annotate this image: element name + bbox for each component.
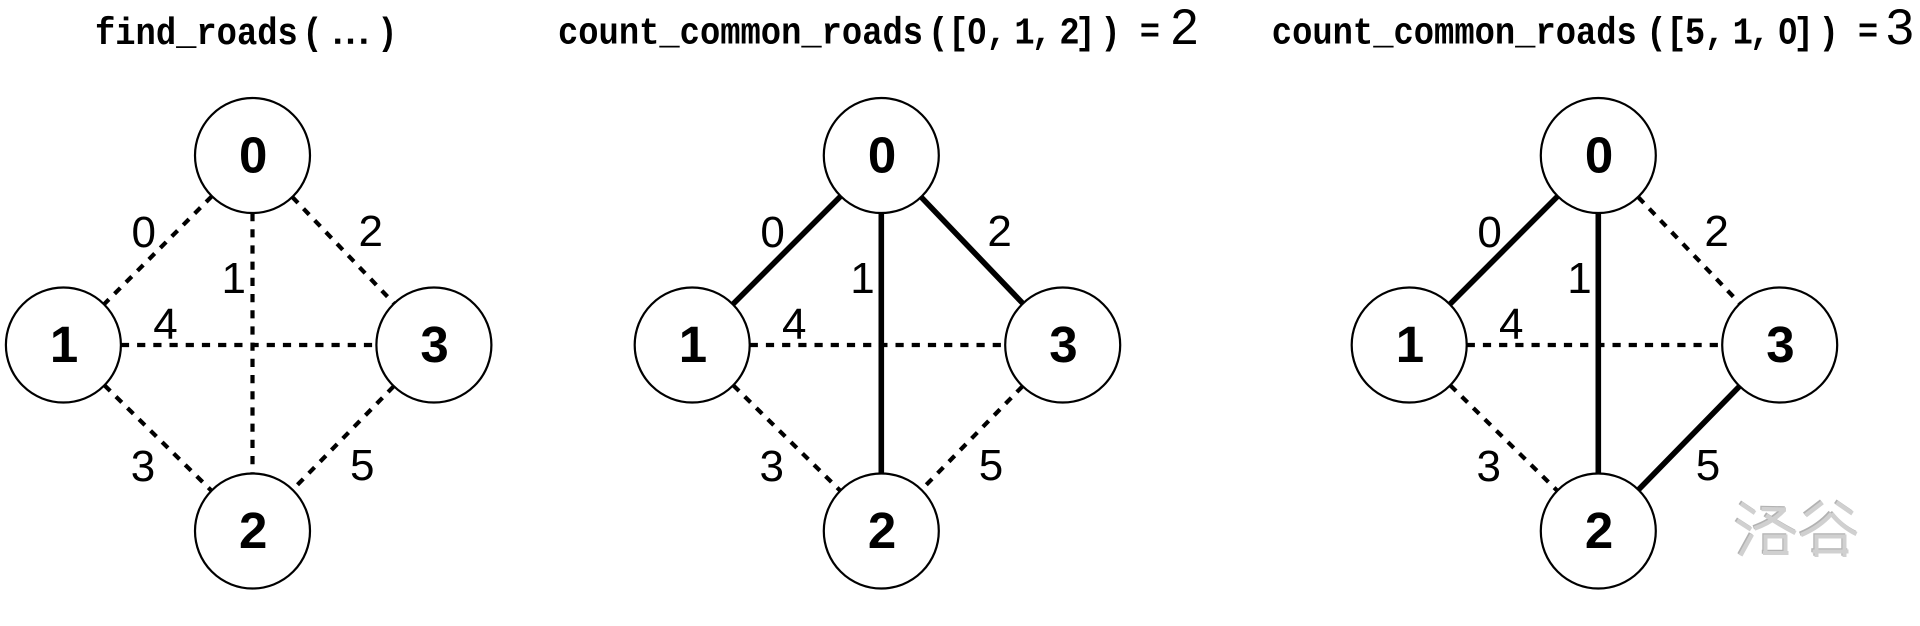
svg-text:3: 3: [420, 316, 448, 373]
svg-text:3: 3: [131, 442, 155, 491]
svg-text:]: ]: [1794, 12, 1814, 55]
svg-text:(: (: [302, 12, 322, 55]
svg-text:count_common_roads: count_common_roads: [1272, 12, 1637, 55]
svg-text:2: 2: [1059, 12, 1079, 55]
svg-text:5: 5: [350, 441, 374, 490]
svg-text:1: 1: [1567, 254, 1591, 303]
svg-text:1: 1: [1733, 12, 1753, 55]
svg-text:[: [: [1666, 12, 1686, 55]
svg-text:,: ,: [1705, 12, 1725, 55]
svg-text:0: 0: [1477, 208, 1501, 257]
svg-text:1: 1: [679, 316, 707, 373]
svg-text:0: 0: [239, 126, 267, 183]
svg-text:0: 0: [760, 208, 784, 257]
svg-text:4: 4: [153, 300, 177, 349]
svg-text:2: 2: [868, 502, 896, 559]
svg-text:,: ,: [986, 12, 1006, 55]
svg-text:0: 0: [132, 208, 156, 257]
svg-text:1: 1: [50, 316, 78, 373]
svg-text:2: 2: [359, 207, 383, 256]
svg-text:1: 1: [221, 254, 245, 303]
svg-text:find_roads: find_roads: [95, 12, 298, 55]
svg-text:): ): [377, 12, 397, 55]
svg-text:(: (: [928, 12, 948, 55]
svg-text:,: ,: [1750, 12, 1770, 55]
svg-text:3: 3: [1886, 0, 1914, 55]
svg-text:3: 3: [1766, 316, 1794, 373]
svg-text:4: 4: [782, 300, 806, 349]
svg-text:4: 4: [1499, 300, 1523, 349]
svg-text:): ): [1100, 12, 1120, 55]
svg-text:,: ,: [1032, 12, 1052, 55]
svg-text:1: 1: [1014, 12, 1034, 55]
svg-text:5: 5: [1685, 12, 1705, 55]
svg-text:5: 5: [979, 441, 1003, 490]
svg-text:): ): [1819, 12, 1839, 55]
svg-text:count_common_roads: count_common_roads: [558, 12, 923, 55]
svg-text:[: [: [948, 12, 968, 55]
svg-text:=: =: [1858, 15, 1878, 53]
svg-text:1: 1: [850, 254, 874, 303]
svg-text:2: 2: [1585, 502, 1613, 559]
svg-text:2: 2: [1171, 0, 1199, 55]
svg-text:3: 3: [1049, 316, 1077, 373]
svg-text:]: ]: [1075, 12, 1095, 55]
svg-text:1: 1: [1396, 316, 1424, 373]
svg-text:0: 0: [868, 126, 896, 183]
svg-text:2: 2: [1704, 207, 1728, 256]
svg-text:2: 2: [239, 502, 267, 559]
svg-text:=: =: [1140, 15, 1160, 53]
svg-text:(: (: [1646, 12, 1666, 55]
svg-text:0: 0: [1585, 126, 1613, 183]
svg-text:3: 3: [1477, 442, 1501, 491]
svg-text:2: 2: [987, 207, 1011, 256]
svg-text:5: 5: [1696, 441, 1720, 490]
svg-text:3: 3: [760, 442, 784, 491]
